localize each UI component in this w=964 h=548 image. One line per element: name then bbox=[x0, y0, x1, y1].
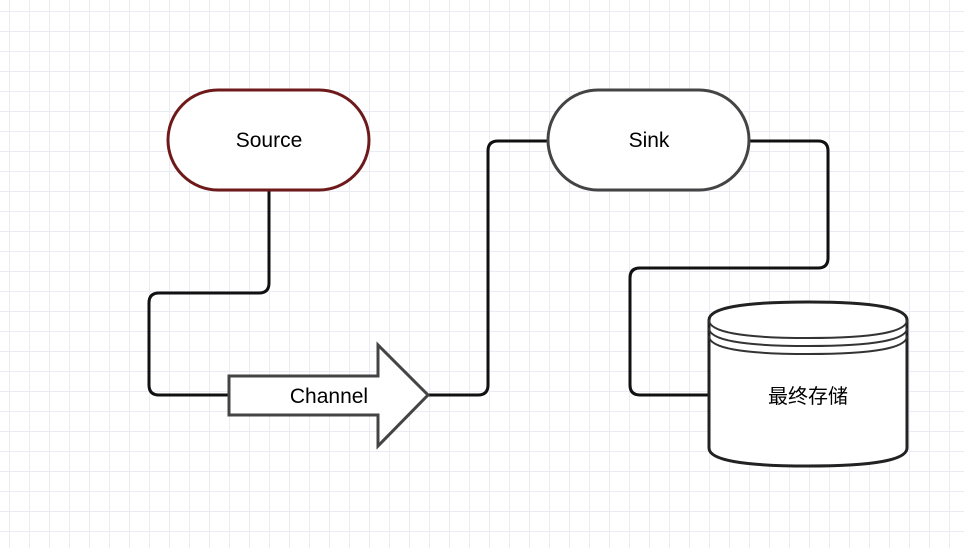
storage-label: 最终存储 bbox=[768, 384, 848, 408]
source-label: Source bbox=[236, 129, 303, 152]
storage-cylinder-rim-2 bbox=[708, 327, 908, 348]
edge-source-to-channel[interactable] bbox=[147, 191, 271, 397]
channel-arrow-shape bbox=[227, 341, 431, 450]
storage-cylinder-rim-1 bbox=[708, 319, 908, 340]
sink-node[interactable]: Sink bbox=[546, 88, 751, 192]
storage-cylinder-body bbox=[707, 300, 909, 468]
edge-sink-to-storage[interactable] bbox=[628, 139, 830, 397]
storage-node[interactable]: 最终存储 bbox=[707, 300, 909, 468]
source-node[interactable]: Source bbox=[166, 88, 371, 192]
channel-node[interactable]: Channel bbox=[227, 341, 431, 450]
sink-label: Sink bbox=[629, 129, 670, 152]
storage-cylinder-rim-3 bbox=[708, 335, 908, 356]
source-shape bbox=[166, 88, 371, 192]
channel-label: Channel bbox=[290, 385, 368, 408]
edge-channel-to-sink[interactable] bbox=[428, 139, 548, 397]
sink-shape bbox=[546, 88, 751, 192]
